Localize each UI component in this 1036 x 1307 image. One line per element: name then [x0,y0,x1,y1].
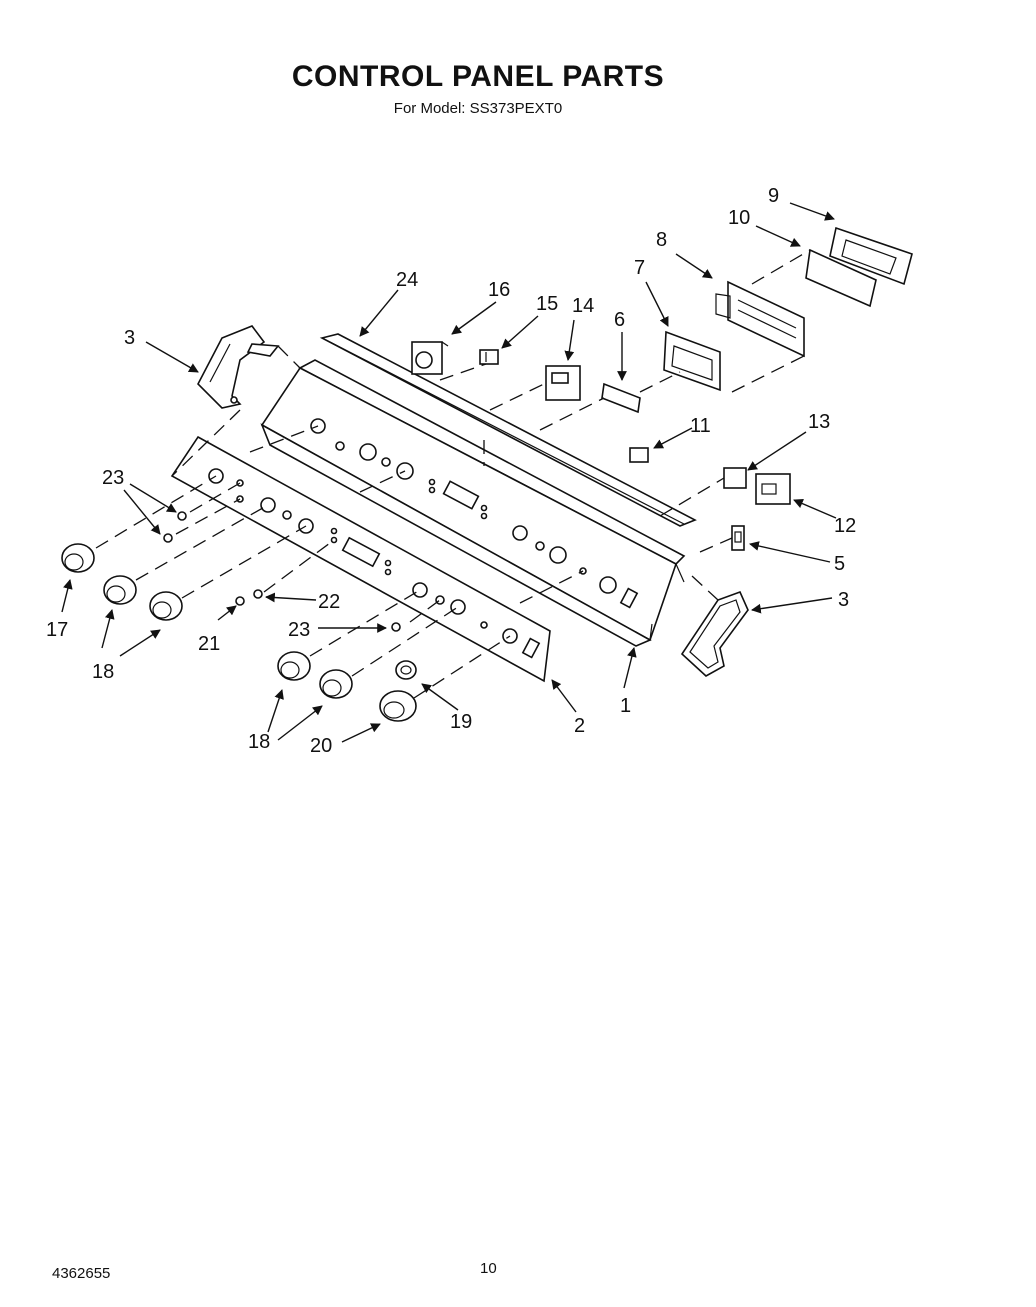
assembly-guide-lines [95,249,811,699]
model-subtitle: For Model: SS373PEXT0 [393,100,563,117]
part-13-connector [723,467,747,489]
callout-11: 11 [690,415,711,437]
callout-18-left: 18 [92,661,114,683]
callout-3-left: 3 [124,327,135,349]
callout-23-lower: 23 [288,619,310,641]
callout-3-right: 3 [838,589,849,611]
callout-24: 24 [396,269,418,291]
callout-15: 15 [536,293,558,315]
callout-5: 5 [834,553,845,575]
callout-labels: 1 2 3 3 5 6 7 8 9 10 11 12 13 14 15 16 1… [46,185,856,757]
part-6-lens [601,382,641,414]
part-12-switch [755,473,791,505]
part-18-knob-center [149,591,183,621]
part-3-right-end-cap [680,590,749,677]
part-3-left-end-cap [197,325,280,409]
part-9-window-lens [829,226,913,286]
part-21-screw [235,596,245,606]
callout-12: 12 [834,515,856,537]
part-20-knob [379,690,417,722]
page-number: 10 [480,1260,497,1277]
part-18-knob-lower [277,651,311,681]
page-title: CONTROL PANEL PARTS [291,60,665,93]
part-10-filter [805,248,877,308]
part-15-small-block [479,349,499,365]
callout-17: 17 [46,619,68,641]
part-1-control-console [260,359,686,647]
part-2-console-overlay [170,435,551,683]
part-14-switch-housing [545,365,581,401]
part-7-display-frame [663,330,721,392]
part-11-connector [629,447,649,463]
part-23-screws [163,511,401,632]
part-24-trim-strip [319,333,697,527]
callout-8: 8 [656,229,667,251]
callout-18-lower: 18 [248,731,270,753]
callout-14: 14 [572,295,594,317]
callout-9: 9 [768,185,779,207]
callout-1: 1 [620,695,631,717]
callout-19: 19 [450,711,472,733]
callout-21: 21 [198,633,220,655]
part-18-knob-lower-2 [319,669,353,699]
callout-16: 16 [488,279,510,301]
callout-10: 10 [728,207,750,229]
part-22-washer [253,589,263,599]
document-number: 4362655 [52,1265,111,1282]
callout-7: 7 [634,257,645,279]
callout-13: 13 [808,411,830,433]
part-5-rocker-switch [731,525,745,551]
callout-leaders [61,202,837,743]
part-19-bezel [395,660,417,680]
part-16-switch-block [411,341,449,375]
callout-6: 6 [614,309,625,331]
part-17-knob [61,543,95,573]
callout-22: 22 [318,591,340,613]
callout-2: 2 [574,715,585,737]
part-18-knob-left [103,575,137,605]
callout-20: 20 [310,735,332,757]
part-8-mounting-bracket [715,280,805,358]
callout-23-left: 23 [102,467,124,489]
